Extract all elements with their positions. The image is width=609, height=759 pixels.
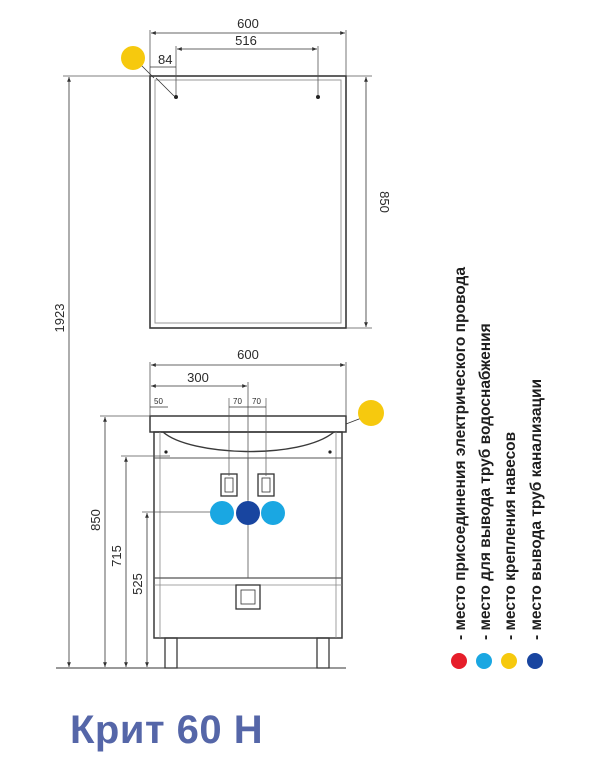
- mirror-mount-span-dimension: 516: [175, 33, 319, 95]
- pipe-offset-right-label: 70: [252, 397, 261, 406]
- legend-drain-label: - место вывода труб канализации: [528, 379, 545, 640]
- legend-electric-label: - место присоединения электрического про…: [452, 267, 469, 640]
- water-height-label: 715: [109, 545, 124, 567]
- legend-drain-dot: [527, 653, 543, 669]
- model-title: Крит 60 Н: [70, 708, 264, 752]
- legend-water-dot: [476, 653, 492, 669]
- water-marker-right: [261, 501, 285, 525]
- legend-water-label: - место для вывода труб водоснабжения: [477, 323, 494, 640]
- legend-electric-dot: [451, 653, 467, 669]
- drain-height-label: 525: [130, 573, 145, 595]
- mirror-inner-frame: [154, 79, 342, 324]
- legend-item-electric: - место присоединения электрического про…: [451, 267, 469, 669]
- mirror: [149, 75, 347, 329]
- mirror-height-dimension: 850: [346, 75, 392, 329]
- mirror-outer-frame: [149, 75, 347, 329]
- cabinet-width-label: 600: [237, 347, 259, 362]
- mirror-height-label: 850: [377, 191, 392, 213]
- vanity-cabinet: [149, 415, 347, 669]
- mirror-mount-offset-label: 84: [158, 52, 172, 67]
- countertop: [149, 415, 347, 433]
- mirror-mount-offset-dimension: 84: [150, 52, 176, 97]
- legend-hanging-dot: [501, 653, 517, 669]
- cabinet-center-label: 300: [187, 370, 209, 385]
- cabinet-hanging-marker: [358, 400, 384, 426]
- mirror-mount-point-right: [316, 95, 320, 99]
- overall-height-dimension: 1923: [52, 75, 150, 667]
- water-marker-left: [210, 501, 234, 525]
- legend-item-water: - место для вывода труб водоснабжения: [476, 323, 494, 669]
- water-socket-left: [220, 473, 238, 497]
- drain-socket: [235, 584, 261, 610]
- water-socket-right: [257, 473, 275, 497]
- legend: - место присоединения электрического про…: [451, 267, 545, 669]
- drain-height-dimension: 525: [130, 511, 212, 667]
- cabinet-offset-dimensions: 50 70 70: [150, 397, 267, 476]
- cabinet-height-label: 850: [88, 509, 103, 531]
- cabinet-center-dimension: 300: [151, 370, 249, 500]
- legend-item-drain: - место вывода труб канализации: [527, 379, 545, 669]
- cabinet-width-dimension: 600: [149, 347, 347, 416]
- cabinet-leg-right: [316, 637, 330, 669]
- mirror-mount-point-left: [174, 95, 178, 99]
- overall-height-label: 1923: [52, 304, 67, 333]
- mirror-mount-span-label: 516: [235, 33, 257, 48]
- drain-marker: [236, 501, 260, 525]
- legend-hanging-label: - место крепления навесов: [502, 432, 519, 640]
- legend-item-hanging: - место крепления навесов: [501, 432, 519, 669]
- markers: [121, 46, 384, 525]
- mirror-width-dimension: 600: [149, 16, 347, 76]
- pipe-offset-left-label: 70: [233, 397, 242, 406]
- sink-bowl: [162, 431, 335, 453]
- water-height-dimension: 715: [109, 455, 170, 667]
- cabinet-leg-left: [164, 637, 178, 669]
- mirror-hanging-marker: [121, 46, 145, 70]
- cabinet-height-dimension: 850: [88, 415, 150, 667]
- edge-offset-label: 50: [154, 397, 163, 406]
- mirror-width-label: 600: [237, 16, 259, 31]
